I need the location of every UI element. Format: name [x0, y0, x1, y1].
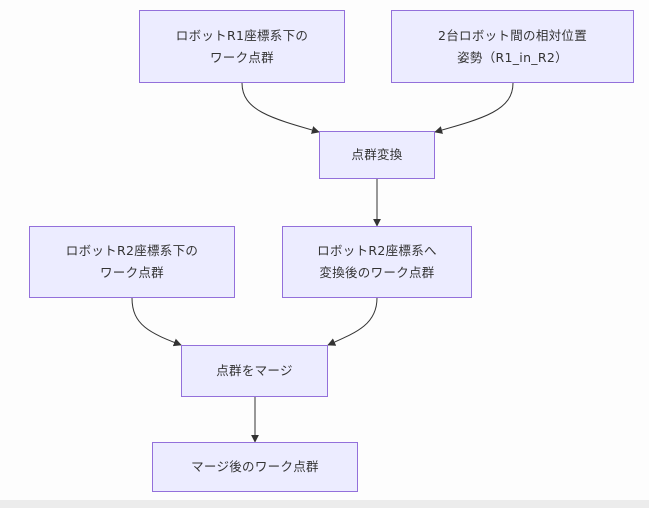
bottom-strip — [0, 500, 649, 508]
node-point-cloud-transform-label: 点群変換 — [351, 147, 403, 162]
node-transformed-point-cloud-label: ロボットR2座標系へ 変換後のワーク点群 — [317, 243, 437, 280]
node-point-cloud-transform: 点群変換 — [319, 131, 435, 179]
node-merge-point-clouds-label: 点群をマージ — [216, 363, 293, 378]
edge-r1-to-transform — [241, 82, 320, 134]
edge-r2-to-merge — [131, 297, 182, 347]
edge-pose-to-transform — [434, 82, 514, 134]
edge-transformed-to-merge — [327, 297, 378, 346]
node-relative-pose-label: 2台ロボット間の相対位置 姿勢（R1_in_R2） — [437, 27, 588, 65]
node-relative-pose: 2台ロボット間の相対位置 姿勢（R1_in_R2） — [391, 10, 634, 83]
node-r1-point-cloud-label: ロボットR1座標系下の ワーク点群 — [175, 27, 309, 65]
node-transformed-point-cloud: ロボットR2座標系へ 変換後のワーク点群 — [282, 226, 472, 298]
node-merged-point-cloud: マージ後のワーク点群 — [152, 442, 358, 492]
node-r2-point-cloud: ロボットR2座標系下の ワーク点群 — [29, 226, 235, 298]
node-merged-point-cloud-label: マージ後のワーク点群 — [191, 459, 319, 474]
node-r1-point-cloud: ロボットR1座標系下の ワーク点群 — [139, 10, 345, 83]
node-merge-point-clouds: 点群をマージ — [181, 345, 328, 397]
node-r2-point-cloud-label: ロボットR2座標系下の ワーク点群 — [65, 243, 199, 280]
